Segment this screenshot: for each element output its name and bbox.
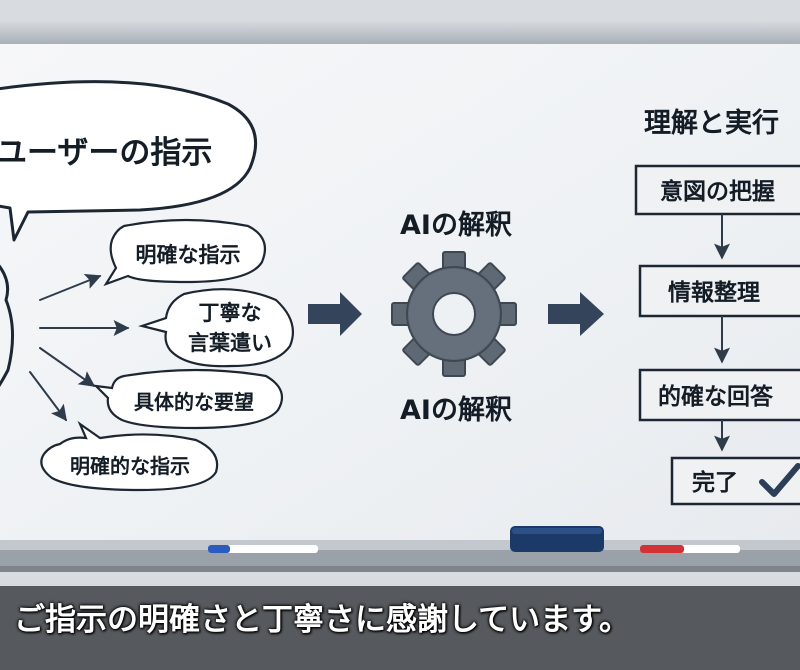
flow-step-intent: 意図の把握 — [634, 164, 800, 216]
red-marker[interactable] — [640, 545, 740, 553]
bubble-clear-instruction-2: 明確的な指示 — [40, 420, 219, 492]
blue-marker[interactable] — [208, 545, 318, 553]
bubble-polite-line2: 言葉遣い — [188, 331, 272, 355]
flow-step-done: 完了 — [670, 456, 800, 506]
flow-title: 理解と実行 — [644, 107, 779, 139]
flow-step-answer-text: 的確な回答 — [658, 383, 774, 410]
caption-bar — [0, 586, 800, 670]
user-speech-bubble: ユーザーの指示 — [0, 80, 258, 242]
user-figure — [0, 264, 15, 387]
bubble-specific-request-text: 具体的な要望 — [134, 390, 254, 414]
check-icon — [759, 463, 800, 497]
bubble-specific-request: 具体的な要望 — [92, 368, 284, 430]
arrow-to-specific-request — [39, 347, 96, 387]
bubble-clear-instruction: 明確な指示 — [103, 218, 266, 287]
gear-icon — [391, 251, 517, 377]
flow-step-organize-text: 情報整理 — [668, 279, 760, 306]
bubble-clear-instruction-2-text: 明確的な指示 — [70, 454, 190, 478]
arrow-to-flow — [548, 292, 604, 336]
ai-label-bottom: AIの解釈 — [400, 395, 512, 426]
arrow-to-clear-instruction — [39, 273, 102, 301]
flow-step-organize: 情報整理 — [638, 264, 800, 318]
bubble-polite-line1: 丁寧な — [199, 301, 262, 325]
bubble-clear-instruction-text: 明確な指示 — [136, 243, 241, 267]
arrow-to-clear-instruction-2 — [29, 371, 67, 422]
speech-bubble-text: ユーザーの指示 — [0, 135, 212, 171]
arrow-to-ai — [308, 292, 362, 336]
input-arrows — [29, 273, 130, 422]
flow-step-intent-text: 意図の把握 — [660, 178, 775, 205]
flow-step-done-text: 完了 — [692, 469, 738, 496]
subtitle-caption: ご指示の明確さと丁寧さに感謝しています。 — [14, 602, 630, 638]
bubble-polite-words: 丁寧な 言葉遣い — [138, 288, 294, 368]
ai-label-top: AIの解釈 — [400, 210, 512, 241]
flow-step-answer: 的確な回答 — [638, 368, 800, 422]
marker-tray — [208, 526, 740, 553]
